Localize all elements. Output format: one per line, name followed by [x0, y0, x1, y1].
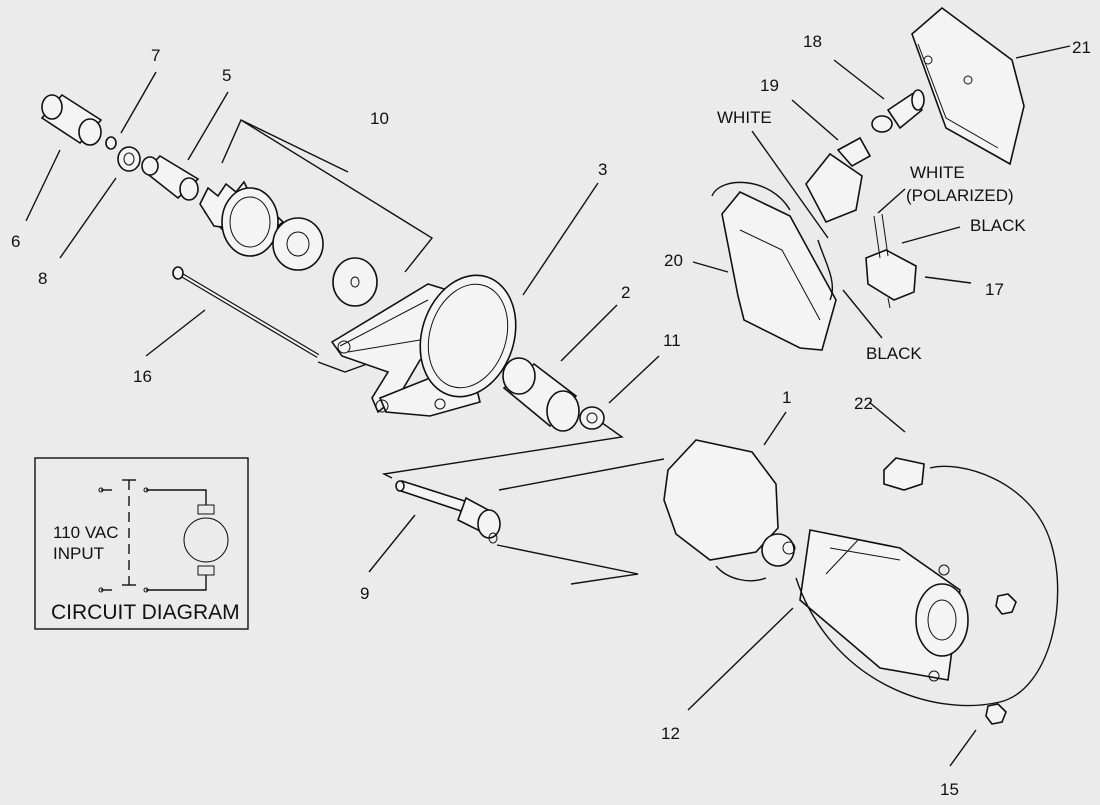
part-3-housing	[330, 274, 517, 417]
callout-2: 2	[621, 283, 630, 302]
wire-label-black-box: BLACK	[866, 344, 922, 363]
callout-labels: 1 2 3 5 6 7 8 9 10 11 12 15 16 17 18 19 …	[11, 32, 1091, 799]
part-12-motor	[795, 465, 1059, 707]
part-19-socket	[805, 136, 872, 224]
leader-lines	[25, 45, 1071, 767]
circuit-frame	[34, 457, 249, 630]
part-18-lamp	[871, 89, 925, 133]
circuit-title: CIRCUIT DIAGRAM	[51, 601, 240, 624]
callout-6: 6	[11, 232, 20, 251]
callout-20: 20	[664, 251, 683, 270]
part-5-sleeve	[141, 154, 200, 201]
motor-brush-bottom	[197, 565, 215, 576]
callout-16: 16	[133, 367, 152, 386]
wire-labels: WHITE WHITE (POLARIZED) BLACK BLACK	[717, 108, 1026, 363]
callout-17: 17	[985, 280, 1004, 299]
callout-21: 21	[1072, 38, 1091, 57]
callout-8: 8	[38, 269, 47, 288]
part-16-bolt	[172, 266, 320, 358]
callout-3: 3	[598, 160, 607, 179]
part-9-shaft	[395, 480, 501, 544]
callout-9: 9	[360, 584, 369, 603]
callout-18: 18	[803, 32, 822, 51]
part-1-brush-holder	[663, 439, 796, 582]
callout-7: 7	[151, 46, 160, 65]
part-20-switch-box	[711, 181, 837, 351]
callout-12: 12	[661, 724, 680, 743]
part-2-cover	[502, 357, 580, 432]
callout-15: 15	[940, 780, 959, 799]
callout-11: 11	[663, 331, 681, 350]
wire-label-polarized: (POLARIZED)	[906, 186, 1014, 205]
part-10-fan-assembly	[199, 180, 378, 307]
motor-brush-top	[197, 504, 215, 515]
part-11-grommet	[579, 406, 605, 430]
circuit-voltage: 110 VAC	[53, 523, 119, 542]
wire-label-black-switch: BLACK	[970, 216, 1026, 235]
part-17-switch	[865, 213, 917, 309]
part-6-bushing	[40, 93, 103, 146]
part-7-washer	[105, 136, 117, 150]
wire-label-white-polarized: WHITE	[910, 163, 965, 182]
motor-symbol	[183, 517, 229, 563]
part-21-cover-plate	[911, 6, 1025, 166]
callout-22: 22	[854, 394, 873, 413]
callout-5: 5	[222, 66, 231, 85]
callout-10: 10	[370, 109, 389, 128]
circuit-input: INPUT	[53, 544, 104, 563]
part-8-bearing	[117, 146, 141, 172]
wire-label-white: WHITE	[717, 108, 772, 127]
callout-19: 19	[760, 76, 779, 95]
circuit-diagram-inset: 110 VAC INPUT CIRCUIT DIAGRAM	[34, 457, 249, 630]
callout-1: 1	[782, 388, 791, 407]
part-15-nuts	[985, 593, 1017, 725]
part-22-connector	[883, 457, 925, 491]
